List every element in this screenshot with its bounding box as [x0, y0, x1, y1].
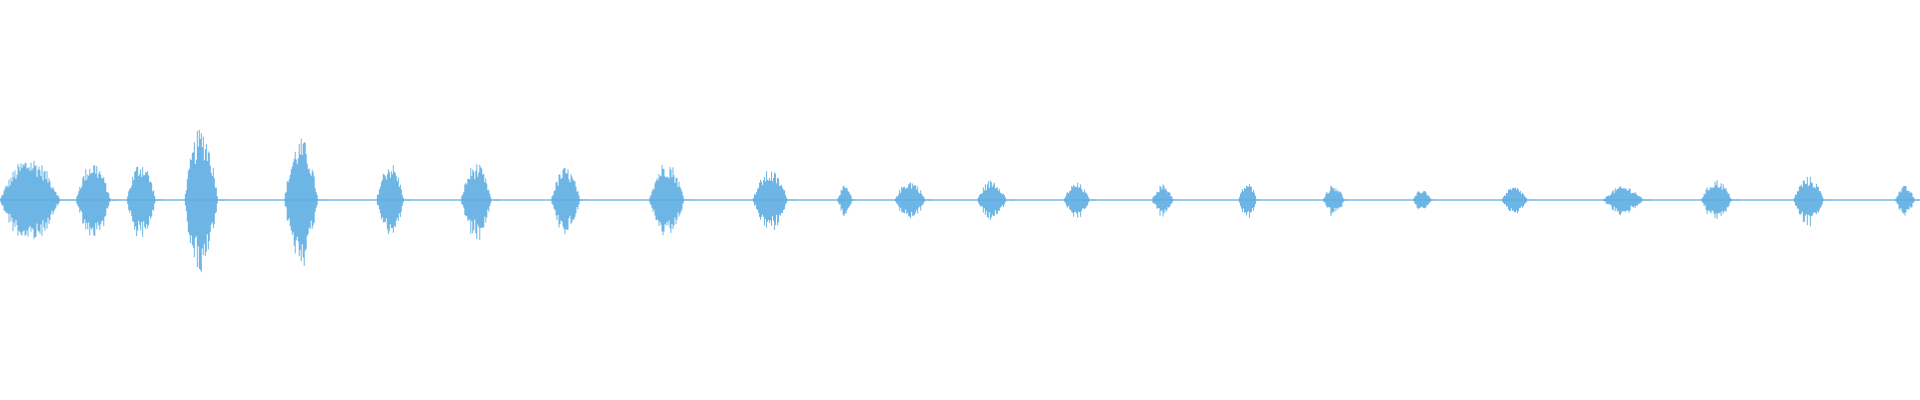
waveform-burst-16 [1237, 184, 1262, 218]
waveform-burst-1 [0, 160, 75, 240]
waveform-burst-19 [1500, 187, 1534, 214]
waveform-burst-13 [976, 180, 1014, 221]
waveform-burst-3 [126, 166, 164, 237]
waveform-burst-20 [1602, 186, 1653, 216]
waveform-burst-14 [1063, 182, 1097, 218]
waveform-burst-17 [1322, 185, 1350, 216]
waveform-burst-15 [1151, 184, 1179, 217]
waveform-burst-5 [283, 138, 327, 266]
waveform-burst-22 [1792, 176, 1832, 227]
waveform-burst-6 [375, 165, 411, 235]
waveform-burst-23 [1894, 185, 1920, 216]
waveform-burst-12 [894, 182, 934, 219]
waveform-burst-8 [550, 168, 588, 235]
waveform-burst-2 [75, 165, 120, 236]
waveform-bursts [0, 129, 1920, 273]
waveform-burst-10 [752, 171, 798, 230]
waveform-burst-4 [183, 129, 227, 273]
waveform-burst-9 [648, 165, 694, 236]
waveform-burst-18 [1412, 190, 1437, 210]
waveform-burst-7 [460, 164, 500, 240]
waveform-burst-21 [1700, 180, 1740, 219]
waveform-burst-11 [836, 185, 857, 216]
